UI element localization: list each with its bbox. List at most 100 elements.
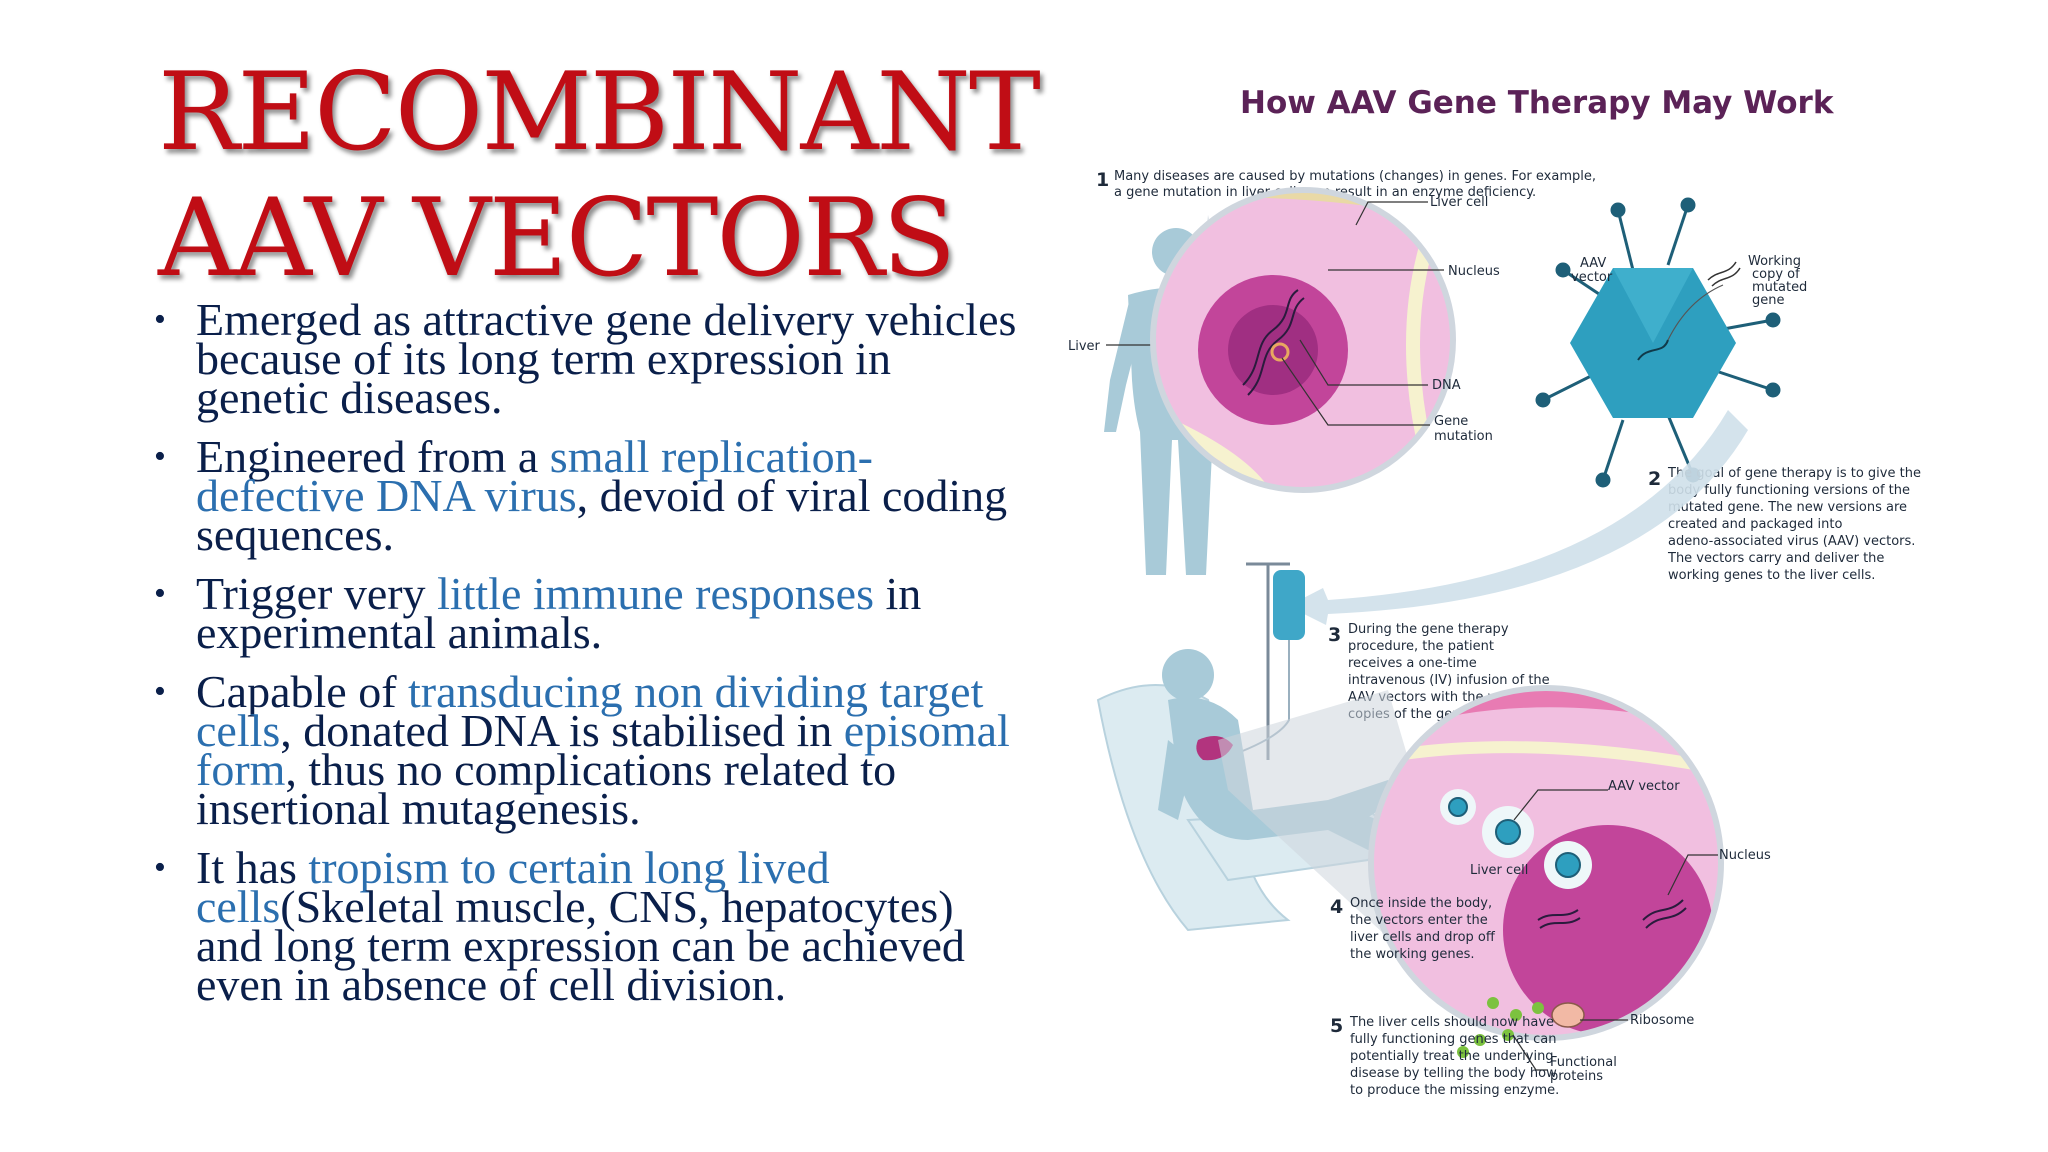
- bullet-dot: •: [154, 438, 166, 475]
- label-working-copy: Working copy of mutated gene: [1748, 254, 1811, 308]
- bullet-text: , devoid of viral coding sequences.: [196, 470, 1008, 560]
- step-5-number: 5: [1330, 1015, 1343, 1037]
- liver-cell-zoom: [1153, 190, 1453, 490]
- label-gene-mutation: Gene mutation: [1434, 414, 1493, 444]
- bullet-item: • Engineered from a small replication-def…: [148, 434, 1028, 558]
- bottom-zoom-leaders: [1512, 789, 1718, 1071]
- gene-mutation-marker: [1270, 342, 1290, 362]
- step-2-line: The vectors carry and deliver the: [1667, 551, 1884, 566]
- step-2-line: The goal of gene therapy is to give the: [1667, 466, 1921, 481]
- slide-title: RECOMBINANT AAV VECTORS: [158, 50, 1058, 302]
- bullet-text: in experimental animals.: [196, 568, 922, 658]
- step-2-line: body fully functioning versions of the: [1668, 483, 1910, 498]
- step-1-line: Many diseases are caused by mutations (c…: [1114, 169, 1596, 184]
- step-2-text: The goal of gene therapy is to give the …: [1667, 466, 1925, 583]
- step-3-number: 3: [1328, 624, 1341, 646]
- step-5-line: disease by telling the body how: [1350, 1066, 1557, 1081]
- aav-gene-therapy-figure: How AAV Gene Therapy May Work 1 Many dis…: [1068, 40, 2018, 1120]
- bullet-dot: •: [154, 673, 166, 710]
- label-functional-proteins-line: Functional: [1550, 1055, 1617, 1070]
- step-1-text: Many diseases are caused by mutations (c…: [1114, 169, 1600, 200]
- liver-cell-delivery-zoom-ring: [1368, 685, 1724, 1041]
- bullet-text: It has: [196, 842, 309, 893]
- label-working-copy-line: copy of: [1752, 267, 1800, 282]
- label-working-copy-line: Working: [1748, 254, 1801, 269]
- bullet-item: • Capable of transducing non dividing tar…: [148, 669, 1028, 832]
- step-3-line: receives a one-time: [1348, 656, 1477, 671]
- step-2-line: mutated gene. The new versions are: [1668, 500, 1907, 515]
- step-5-line: The liver cells should now have: [1349, 1015, 1554, 1030]
- ribosome: [1551, 1002, 1585, 1028]
- label-working-copy-line: gene: [1752, 293, 1785, 308]
- bullet-dot: •: [154, 849, 166, 886]
- step-4-line: liver cells and drop off: [1350, 930, 1496, 945]
- bullet-item: • Trigger very little immune responses in…: [148, 571, 1028, 656]
- label-liver: Liver: [1068, 339, 1101, 354]
- step-4-line: the vectors enter the: [1350, 913, 1488, 928]
- highlighted-text: transducing non dividing target cells: [196, 666, 984, 756]
- label-functional-proteins: Functional proteins: [1550, 1055, 1621, 1084]
- label-gene-mutation-line: mutation: [1434, 429, 1493, 444]
- bullet-text: , donated DNA is stabilised in: [280, 705, 844, 756]
- figure-canvas: How AAV Gene Therapy May Work 1 Many dis…: [1068, 85, 1925, 1098]
- step-2-line: adeno-associated virus (AAV) vectors.: [1668, 534, 1915, 549]
- bullet-text: Trigger very: [196, 568, 438, 619]
- label-ribosome: Ribosome: [1630, 1013, 1694, 1028]
- title-line-1: RECOMBINANT: [158, 50, 1041, 175]
- step-2-line: working genes to the liver cells.: [1668, 568, 1875, 583]
- label-working-copy-line: mutated: [1752, 280, 1807, 295]
- label-liver-cell-top: Liver cell: [1430, 195, 1488, 210]
- label-functional-proteins-line: proteins: [1550, 1069, 1603, 1084]
- step-5-text: The liver cells should now have fully fu…: [1349, 1015, 1561, 1098]
- step-3-line: intravenous (IV) infusion of the: [1348, 673, 1550, 688]
- step-3-line: procedure, the patient: [1348, 639, 1494, 654]
- dna-helix: [1242, 289, 1305, 396]
- label-aav-vector-top: AAV vector: [1571, 256, 1613, 285]
- step-4-text: Once inside the body, the vectors enter …: [1350, 896, 1499, 962]
- bullet-text: , thus no complications related to inser…: [196, 744, 897, 834]
- label-gene-mutation-line: Gene: [1434, 414, 1468, 429]
- step-2-line: created and packaged into: [1668, 517, 1842, 532]
- step-5-line: to produce the missing enzyme.: [1350, 1083, 1559, 1098]
- label-liver-cell-bottom: Liver cell: [1470, 863, 1528, 878]
- highlighted-text: little immune responses: [437, 568, 874, 619]
- label-nucleus-top: Nucleus: [1448, 264, 1500, 279]
- step-4-number: 4: [1330, 896, 1343, 918]
- delivery-arrow: [1288, 410, 1748, 625]
- highlighted-text: small replication-defective DNA virus: [196, 431, 873, 521]
- bullet-dot: •: [154, 301, 166, 338]
- highlighted-text: tropism to certain long lived cells: [196, 842, 830, 932]
- aav-payload-gene: [1637, 339, 1669, 361]
- label-dna: DNA: [1432, 378, 1461, 393]
- step-1-number: 1: [1096, 169, 1109, 191]
- bullet-item: • Emerged as attractive gene delivery veh…: [148, 297, 1028, 421]
- bullet-list: • Emerged as attractive gene delivery veh…: [148, 297, 1028, 1024]
- liver-cell-zoom-ring: [1150, 187, 1456, 493]
- title-line-2: AAV VECTORS: [158, 176, 956, 301]
- figure-title: How AAV Gene Therapy May Work: [1240, 85, 1835, 121]
- working-gene-in-nucleus: [1537, 899, 1687, 929]
- step-3-line: During the gene therapy: [1348, 622, 1509, 637]
- working-gene-icon: [1707, 261, 1741, 287]
- label-aav-vector-bottom: AAV vector: [1608, 779, 1680, 794]
- small-aav-vectors: [1448, 797, 1581, 878]
- aav-capsid-facet: [1613, 268, 1693, 343]
- working-gene-arrow: [1667, 284, 1724, 341]
- bullet-text: Engineered from a: [196, 431, 550, 482]
- step-5-line: fully functioning genes that can: [1350, 1032, 1556, 1047]
- step-2-number: 2: [1648, 468, 1661, 490]
- highlighted-text: episomal form: [196, 705, 1010, 795]
- functional-proteins: [1457, 997, 1544, 1058]
- top-zoom-leaders: [1281, 201, 1444, 426]
- step-4-line: the working genes.: [1350, 947, 1475, 962]
- bullet-item: • It has tropism to certain long lived ce…: [148, 845, 1028, 1008]
- bullet-text: Capable of: [196, 666, 409, 717]
- step-5-line: potentially treat the underlying: [1350, 1049, 1554, 1064]
- bullet-text: (Skeletal muscle, CNS, hepatocytes) and …: [196, 881, 965, 1010]
- bullet-dot: •: [154, 575, 166, 612]
- label-aav-vector-top-line: AAV: [1580, 256, 1606, 271]
- step-4-line: Once inside the body,: [1350, 896, 1492, 911]
- label-nucleus-bottom: Nucleus: [1719, 848, 1771, 863]
- bullet-text: Emerged as attractive gene delivery vehi…: [196, 294, 1017, 423]
- label-aav-vector-top-line: vector: [1571, 270, 1613, 285]
